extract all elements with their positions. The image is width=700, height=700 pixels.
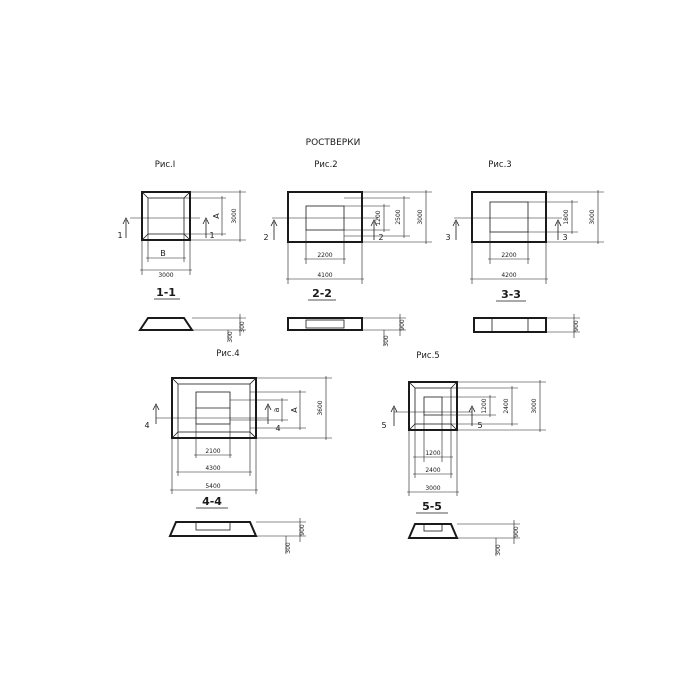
figure-4-mid-width-dim: 4300 xyxy=(205,465,220,472)
figure-5: Рис.5 3000 2400 1200 xyxy=(381,351,546,556)
figure-5-label: Рис.5 xyxy=(416,351,439,361)
figure-4-inner-width-dim: 2100 xyxy=(205,448,220,455)
figure-3-section-view: 900 xyxy=(473,314,580,338)
figure-2-plan xyxy=(272,191,378,243)
figure-3-inner-width-dim: 2200 xyxy=(501,252,516,259)
figure-1-label: Рис.I xyxy=(155,160,176,170)
figure-5-section-dim-b: 300 xyxy=(495,544,502,556)
figure-5-width-dim: 3000 xyxy=(425,485,440,492)
sheet-title: РОСТВЕРКИ xyxy=(306,138,361,148)
figure-4-section-title: 4-4 xyxy=(202,495,222,508)
figure-3-height-dim: 3000 xyxy=(589,209,596,224)
figure-1-section-view: 300 300 xyxy=(138,314,246,343)
figure-3: Рис.3 3000 1800 2200 4200 xyxy=(445,160,604,338)
figure-1-inner-height-letter: A xyxy=(212,213,221,219)
figure-1-section-mark-right: 1 xyxy=(209,231,214,240)
figure-5-section-marks: 5 5 xyxy=(381,405,483,430)
figure-2-section-mark-right: 2 xyxy=(378,233,383,242)
figure-1-section-title: 1-1 xyxy=(156,286,176,299)
figure-1-plan xyxy=(130,191,200,241)
figure-2-section-title: 2-2 xyxy=(312,287,332,300)
figure-4-section-view: 900 300 xyxy=(168,518,306,554)
figure-5-inner-width-dim: 1200 xyxy=(425,450,440,457)
figure-1-section-dim-b: 300 xyxy=(227,331,234,343)
figure-4-section-mark-right: 4 xyxy=(275,424,280,433)
figure-1-inner-width-letter: B xyxy=(160,249,166,258)
figure-2-section-mark-left: 2 xyxy=(263,233,268,242)
figure-2-dimensions: 3000 2500 1200 2200 4100 xyxy=(286,190,432,284)
figure-5-section-title: 5-5 xyxy=(422,500,442,513)
figure-1-section-marks: 1 1 xyxy=(117,217,215,240)
figure-2-inner-height-dim: 1200 xyxy=(375,210,382,225)
figure-4-inner-height-letter-a: a xyxy=(272,407,281,412)
figure-2-label: Рис.2 xyxy=(314,160,337,170)
figure-2-width-dim: 4100 xyxy=(317,272,332,279)
figure-1-section-mark-left: 1 xyxy=(117,231,122,240)
figure-5-section-view: 900 300 xyxy=(407,520,520,556)
figure-5-height-dim: 3000 xyxy=(531,398,538,413)
figure-5-mid-width-dim: 2400 xyxy=(425,467,440,474)
figure-1-width-dim: 3000 xyxy=(158,272,173,279)
figure-4-section-dim-a: 900 xyxy=(299,524,306,536)
figure-2-height-dim: 3000 xyxy=(417,209,424,224)
figure-4-width-dim: 5400 xyxy=(205,483,220,490)
figure-5-section-mark-right: 5 xyxy=(477,421,482,430)
figure-2-section-dim-b: 300 xyxy=(383,335,390,347)
figure-4-plan xyxy=(156,377,268,439)
figure-2-inner-width-dim: 2200 xyxy=(317,252,332,259)
figure-4-section-mark-left: 4 xyxy=(144,421,149,430)
figure-2-mid-height-dim: 2500 xyxy=(395,209,402,224)
figure-3-plan xyxy=(454,191,562,243)
figure-4-section-marks: 4 4 xyxy=(144,403,281,433)
figure-5-section-mark-left: 5 xyxy=(381,421,386,430)
figure-3-dimensions: 3000 1800 2200 4200 xyxy=(470,190,604,284)
figure-5-dimensions: 3000 2400 1200 1200 2400 3000 xyxy=(407,380,546,496)
figure-1: Рис.I 3000 A 3000 B xyxy=(117,160,246,343)
figure-3-label: Рис.3 xyxy=(488,160,511,170)
figure-2-section-marks: 2 2 xyxy=(263,219,384,242)
figure-5-plan xyxy=(394,381,472,431)
figure-5-inner-height-dim: 1200 xyxy=(481,398,488,413)
figure-2: Рис.2 3000 2500 1200 2200 410 xyxy=(263,160,432,347)
figure-1-section-dim-a: 300 xyxy=(239,321,246,333)
figure-4-height-dim: 3600 xyxy=(317,400,324,415)
figure-2-section-view: 900 300 xyxy=(287,314,406,347)
figure-1-dimensions: 3000 A 3000 B xyxy=(140,190,246,279)
figure-2-section-dim-a: 900 xyxy=(399,319,406,331)
figure-3-section-dim-a: 900 xyxy=(573,320,580,332)
figure-3-section-marks: 3 3 xyxy=(445,219,568,242)
figure-5-section-dim-a: 900 xyxy=(513,526,520,538)
figure-4-inner-height-letter-A: A xyxy=(290,407,299,413)
figure-4: Рис.4 3600 A a xyxy=(144,349,332,554)
figure-3-width-dim: 4200 xyxy=(501,272,516,279)
figure-3-section-mark-right: 3 xyxy=(562,233,567,242)
figure-4-section-dim-b: 300 xyxy=(285,542,292,554)
figure-4-label: Рис.4 xyxy=(216,349,239,359)
figure-3-section-title: 3-3 xyxy=(501,288,521,301)
figure-5-mid-height-dim: 2400 xyxy=(503,398,510,413)
figure-1-height-dim: 3000 xyxy=(231,208,238,223)
figure-3-section-mark-left: 3 xyxy=(445,233,450,242)
figure-3-inner-height-dim: 1800 xyxy=(563,209,570,224)
figure-4-dimensions: 3600 A a 2100 4300 5400 xyxy=(170,376,332,494)
